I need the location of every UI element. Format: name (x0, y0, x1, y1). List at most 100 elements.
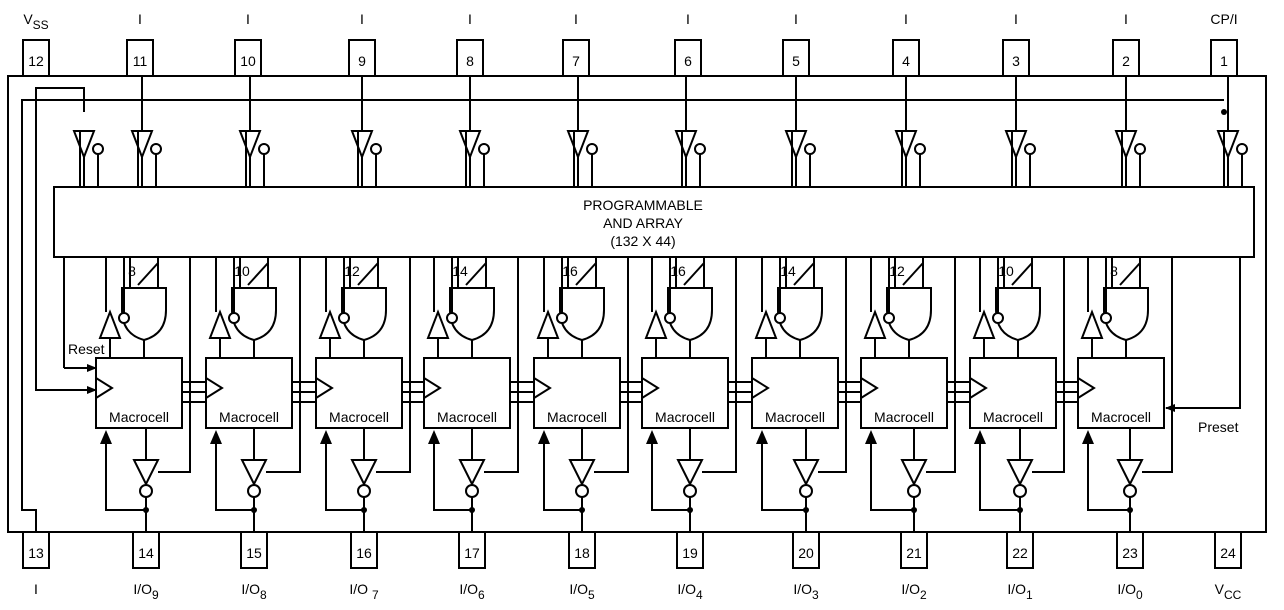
pin-name: I (246, 11, 250, 27)
pin-name-main: I/O (133, 581, 152, 597)
pin-name-sub: 7 (372, 588, 379, 602)
pin-name: I/O5 (569, 581, 595, 602)
pin-number: 9 (358, 53, 366, 69)
bottom-pin-14: 14I/O9 (132, 531, 160, 602)
pin-name: I (468, 11, 472, 27)
product-term-count: 10 (234, 263, 250, 279)
pin-box (22, 531, 50, 569)
output-buffer (900, 459, 928, 487)
pin-name-main: V (23, 11, 33, 27)
input-buffer (238, 76, 270, 187)
pin-name: I/O 7 (349, 581, 379, 602)
bottom-pin-13: 13I (22, 531, 50, 597)
pin-box (22, 39, 50, 77)
pin-name: CP/I (1210, 11, 1237, 27)
output-buffer (458, 459, 486, 487)
or-gate (995, 287, 1041, 342)
macrocell-box (315, 357, 403, 429)
pin-name-main: I/O (1007, 581, 1026, 597)
pin-number: 14 (138, 545, 154, 561)
pin-box (234, 39, 262, 77)
pin-number: 7 (572, 53, 580, 69)
pin-box (792, 531, 820, 569)
pin-name-main: I/O (241, 581, 260, 597)
output-buffer (1116, 459, 1144, 487)
or-gate (1103, 287, 1149, 342)
macrocell-box (969, 357, 1057, 429)
pin-box (458, 531, 486, 569)
pin-name: I/O2 (901, 581, 927, 602)
clock-line (35, 87, 97, 394)
product-term-count: 14 (780, 263, 796, 279)
top-pin-7: 7I (562, 11, 590, 77)
input-buffer (674, 76, 706, 187)
pin-name: I (904, 11, 908, 27)
pin-number: 17 (464, 545, 480, 561)
pin-name: I (574, 11, 578, 27)
pin-box (1116, 531, 1144, 569)
pin-name: I (138, 11, 142, 27)
pin-box (676, 531, 704, 569)
macrocell-label: Macrocell (874, 409, 934, 425)
pin-box (132, 531, 160, 569)
or-gate (231, 287, 277, 342)
bottom-pin-17: 17I/O6 (458, 531, 486, 602)
macrocell-label: Macrocell (655, 409, 715, 425)
pin-name-sub: 4 (696, 588, 703, 602)
input-buffer (458, 76, 490, 187)
or-gate (777, 287, 823, 342)
chip-outline (7, 75, 1267, 533)
output-buffer (350, 459, 378, 487)
top-pin-11: 11I (126, 11, 154, 77)
pin-name-main: I (246, 11, 250, 27)
or-gate (449, 287, 495, 342)
pin-name-sub: 9 (152, 588, 159, 602)
pin-name: I/O3 (793, 581, 819, 602)
product-term-count: 16 (562, 263, 578, 279)
pin-name-main: I (1124, 11, 1128, 27)
top-pin-8: 8I (456, 11, 484, 77)
pin-number: 3 (1012, 53, 1020, 69)
pin-name: I (360, 11, 364, 27)
bottom-pin-19: 19I/O4 (676, 531, 704, 602)
pin-box (782, 39, 810, 77)
feedback-buffer (1080, 309, 1104, 339)
pin-number: 18 (574, 545, 590, 561)
feedback-buffer (754, 309, 778, 339)
macrocell-label: Macrocell (547, 409, 607, 425)
top-pin-4: 4I (892, 11, 920, 77)
output-buffer (568, 459, 596, 487)
or-gate (559, 287, 605, 342)
pin-name: I (34, 581, 38, 597)
pin-box (674, 39, 702, 77)
bottom-pin-23: 23I/O0 (1116, 531, 1144, 602)
pin-name-main: I/O (901, 581, 920, 597)
pin-name-main: I/O (459, 581, 478, 597)
output-buffer (792, 459, 820, 487)
product-term-count: 8 (1110, 263, 1118, 279)
pin-box (1214, 531, 1242, 569)
pin-name: I/O8 (241, 581, 267, 602)
pin-name-main: I (360, 11, 364, 27)
pin-box (1112, 39, 1140, 77)
top-pin-3: 3I (1002, 11, 1030, 77)
or-gate (121, 287, 167, 342)
reset-line (63, 257, 97, 372)
pin-number: 4 (902, 53, 910, 69)
top-pin-6: 6I (674, 11, 702, 77)
pin-box (1210, 39, 1238, 77)
pin-name: I (1014, 11, 1018, 27)
pin-number: 1 (1220, 53, 1228, 69)
pin-name-main: I/O (793, 581, 812, 597)
product-term-count: 8 (128, 263, 136, 279)
feedback-buffer (426, 309, 450, 339)
pin-name-main: V (1215, 581, 1225, 597)
pin-name-main: I (34, 581, 38, 597)
pin-name-main: I/O (569, 581, 588, 597)
pin-number: 6 (684, 53, 692, 69)
pin-name-main: I (574, 11, 578, 27)
feedback-buffer (863, 309, 887, 339)
